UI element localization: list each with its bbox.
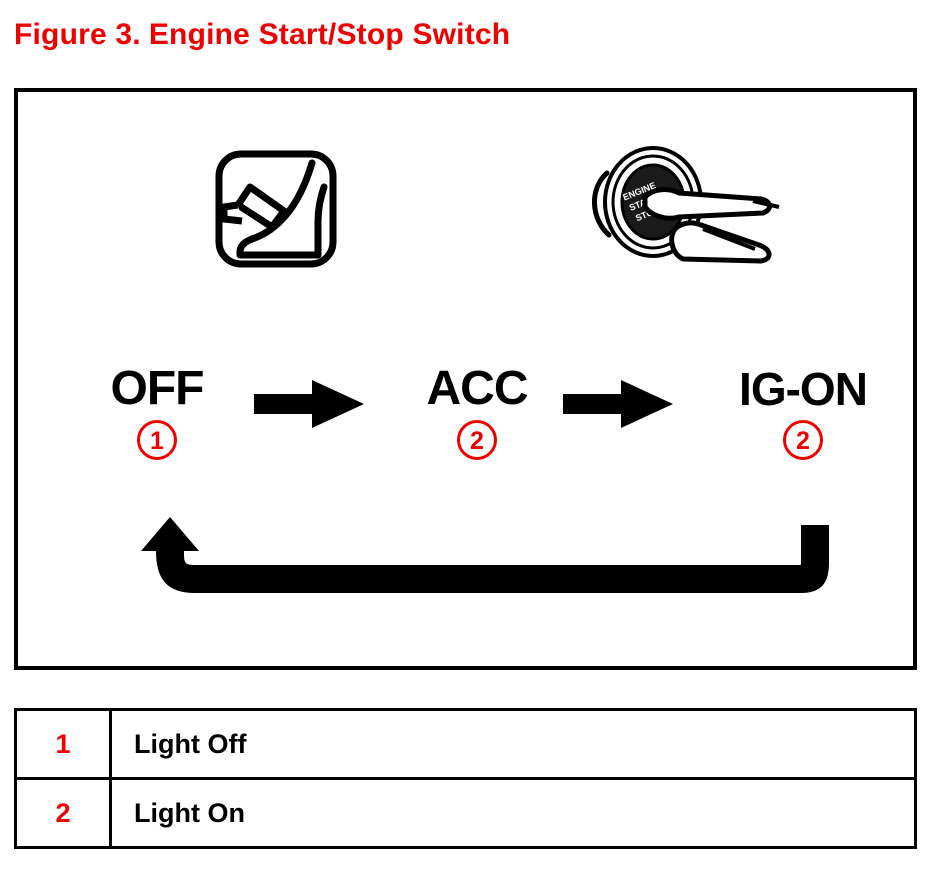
arrow-off-to-acc-icon: [254, 380, 364, 428]
table-row: 1 Light Off: [14, 708, 917, 780]
figure-number: Figure 3.: [14, 18, 141, 51]
page-title: Figure 3.Engine Start/Stop Switch: [14, 18, 510, 52]
legend-table: 1 Light Off 2 Light On: [14, 708, 917, 849]
callout-badge-off: 1: [137, 420, 177, 460]
return-loop-arrow-icon: [113, 517, 843, 609]
legend-description: Light On: [109, 777, 917, 849]
legend-number: 1: [14, 708, 112, 780]
state-acc: ACC 2: [377, 364, 577, 460]
legend-number: 2: [14, 777, 112, 849]
state-ig-on: IG-ON 2: [703, 364, 903, 460]
arrow-acc-to-ig-on-icon: [563, 380, 673, 428]
diagram-frame: ENGINE START STOP OFF 1 ACC 2: [14, 88, 917, 670]
legend-description: Light Off: [109, 708, 917, 780]
engine-start-stop-button-icon: ENGINE START STOP: [583, 137, 783, 282]
state-label-ig-on: IG-ON: [739, 363, 868, 415]
state-off: OFF 1: [57, 364, 257, 460]
state-label-acc: ACC: [426, 362, 529, 415]
brake-pedal-icon: [214, 149, 338, 269]
callout-badge-ig-on: 2: [783, 420, 823, 460]
table-row: 2 Light On: [14, 777, 917, 849]
callout-badge-acc: 2: [457, 420, 497, 460]
state-label-off: OFF: [110, 362, 205, 415]
figure-title-text: Engine Start/Stop Switch: [148, 18, 511, 51]
